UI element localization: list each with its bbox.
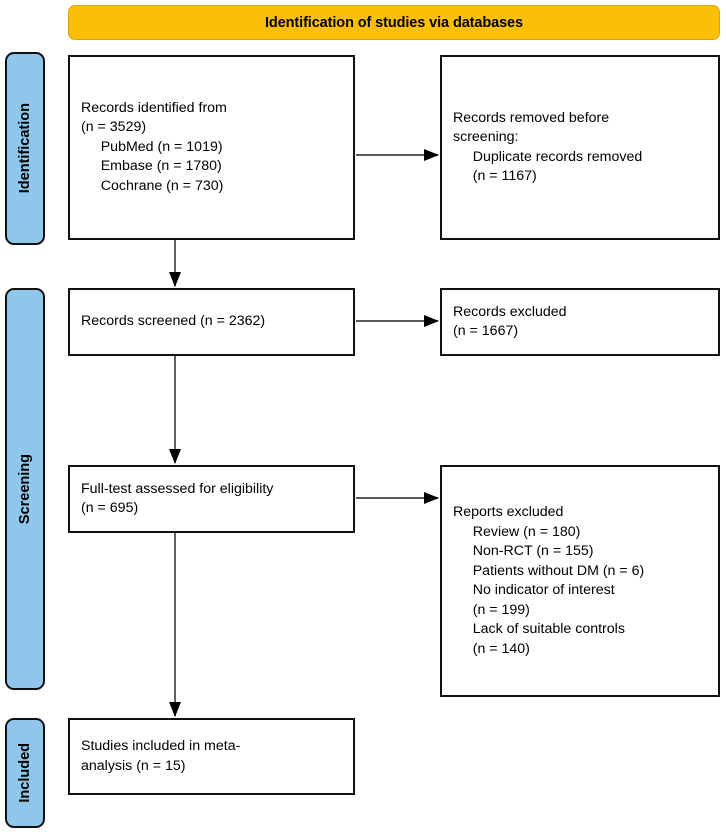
box-records-screened-text: Records screened (n = 2362)	[81, 313, 266, 330]
box-records-excluded: Records excluded (n = 1667)	[440, 288, 720, 356]
box-records-identified: Records identified from (n = 3529) PubMe…	[68, 55, 355, 240]
stage-label-included: Included	[17, 743, 33, 803]
box-fulltest-assessed: Full-test assessed for eligibility (n = …	[68, 465, 355, 533]
box-fulltest-assessed-text: Full-test assessed for eligibility (n = …	[81, 480, 274, 517]
stage-label-identification: Identification	[17, 103, 33, 194]
box-studies-included: Studies included in meta- analysis (n = …	[68, 718, 355, 795]
box-records-screened: Records screened (n = 2362)	[68, 288, 355, 356]
box-records-removed: Records removed before screening: Duplic…	[440, 55, 720, 240]
header-banner-title: Identification of studies via databases	[265, 14, 523, 31]
header-banner: Identification of studies via databases	[68, 5, 720, 40]
stage-label-screening: Screening	[17, 453, 33, 525]
box-reports-excluded: Reports excluded Review (n = 180) Non-RC…	[440, 465, 720, 697]
box-records-removed-text: Records removed before screening: Duplic…	[453, 109, 643, 185]
box-records-identified-text: Records identified from (n = 3529) PubMe…	[81, 99, 227, 194]
stage-bar-included: Included	[5, 718, 45, 828]
box-studies-included-text: Studies included in meta- analysis (n = …	[81, 738, 241, 774]
box-reports-excluded-text: Reports excluded Review (n = 180) Non-RC…	[453, 504, 645, 657]
stage-bar-identification: Identification	[5, 52, 45, 245]
box-records-excluded-text: Records excluded (n = 1667)	[453, 303, 567, 340]
stage-bar-screening: Screening	[5, 288, 45, 690]
